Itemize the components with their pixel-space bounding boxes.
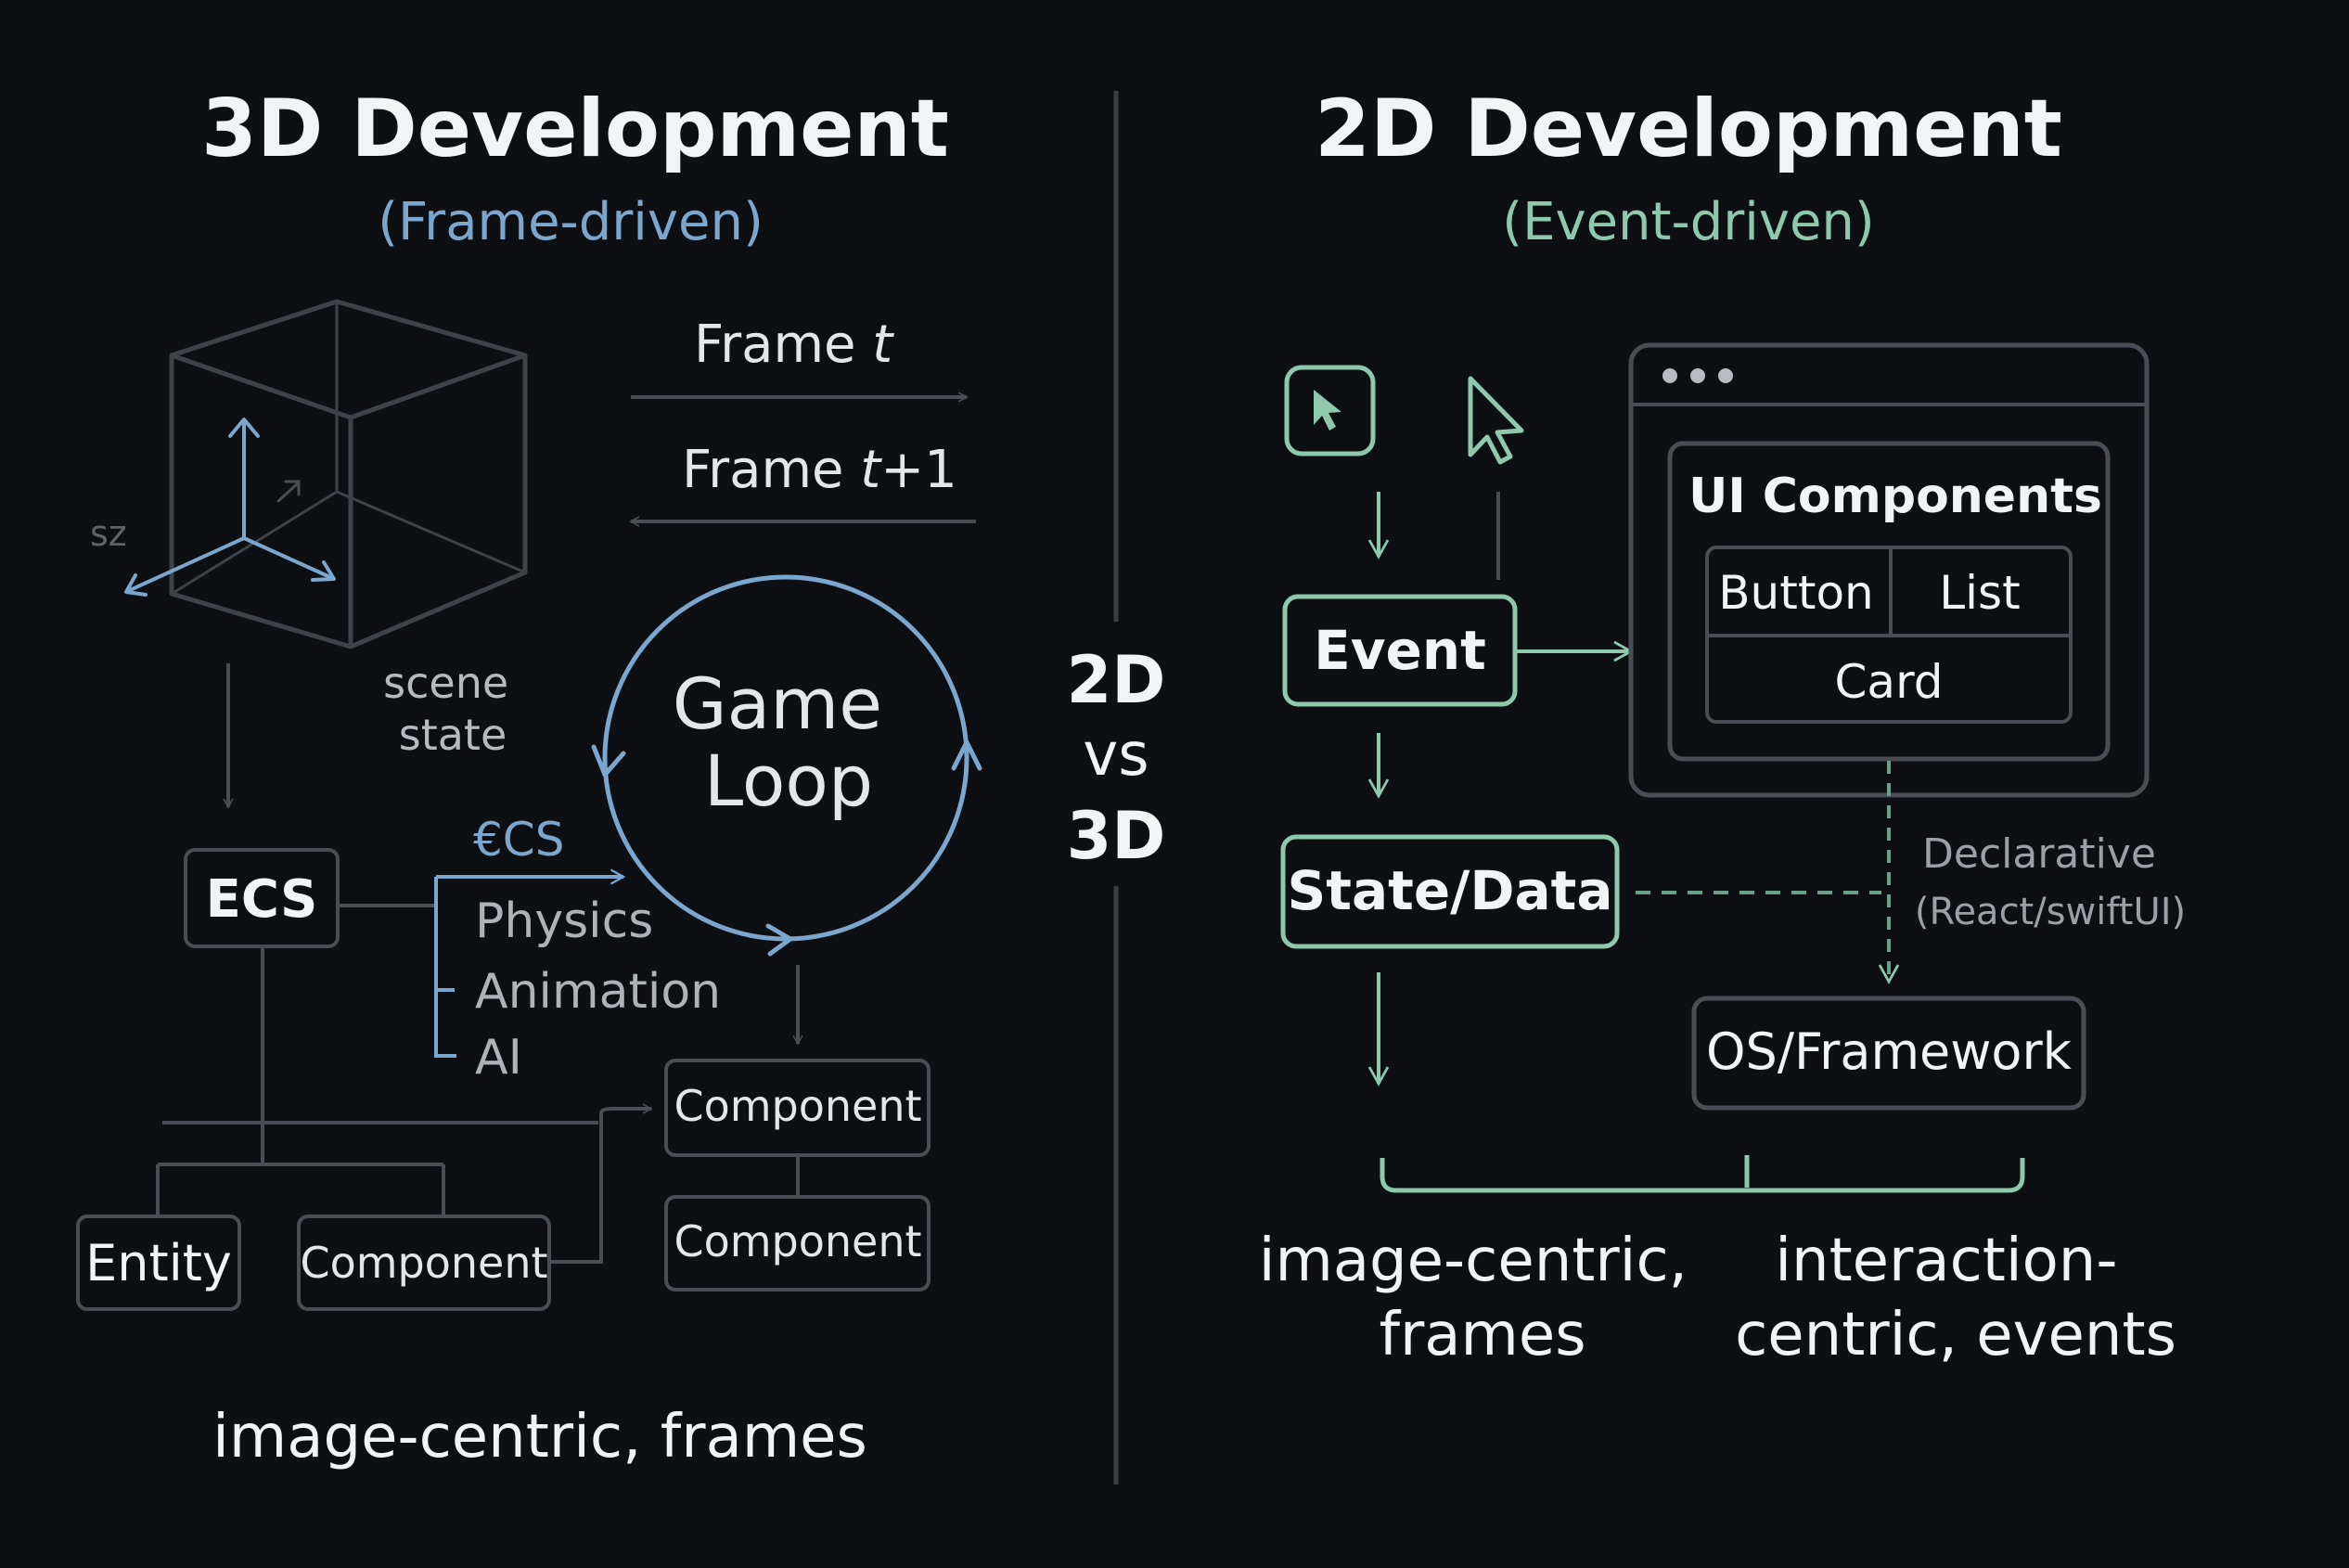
- ecs-tree-lines: [156, 946, 598, 1215]
- game-loop-circle: [591, 574, 982, 957]
- ecs-tag: €CS: [473, 813, 564, 867]
- system-animation: Animation: [475, 964, 721, 1020]
- bottom-bracket: [1380, 1155, 2025, 1193]
- declarative-label: Declarative (React/swiftUI): [1915, 830, 2186, 933]
- ui-components-label: UI Components: [1688, 469, 2102, 524]
- system-ai: AI: [475, 1030, 522, 1086]
- left-title: 3D Development: [201, 83, 949, 175]
- window-dot-icon: [1662, 368, 1677, 383]
- entity-box: [76, 1215, 241, 1311]
- cursor-button-icon: [1284, 365, 1376, 456]
- frame-t1-label: Frame t+1: [682, 440, 957, 500]
- left-panel: 3D Development (Frame-driven) sz Frame t…: [76, 83, 982, 1472]
- right-panel: 2D Development (Event-driven) Event Stat…: [1259, 83, 2186, 1369]
- component-label-lower: Component: [674, 1216, 921, 1266]
- frame-t-label: Frame t: [694, 315, 894, 375]
- cube-axis-label: sz: [90, 513, 127, 554]
- component-box-lower: [664, 1195, 931, 1292]
- left-subtitle: (Frame-driven): [378, 192, 764, 252]
- list-cell: List: [1939, 566, 2020, 620]
- axes-icon: [124, 418, 336, 597]
- event-label: Event: [1314, 619, 1486, 682]
- component-link-arrow: [549, 1103, 653, 1264]
- state-data-box: [1280, 834, 1620, 949]
- left-caption: image-centric, frames: [212, 1403, 867, 1472]
- scene-state-label: scene state: [383, 658, 522, 760]
- center-divider: 2D vs 3D: [1067, 91, 1166, 1484]
- system-physics: Physics: [475, 893, 653, 949]
- center-label-2d: 2D: [1067, 642, 1166, 718]
- right-subtitle: (Event-driven): [1502, 192, 1875, 252]
- button-cell: Button: [1718, 566, 1873, 620]
- ui-components-box: [1667, 441, 2111, 762]
- entity-label: Entity: [85, 1234, 232, 1292]
- center-label-3d: 3D: [1067, 798, 1166, 874]
- os-framework-box: [1691, 996, 2086, 1111]
- right-caption-left: image-centric, frames: [1259, 1227, 1707, 1369]
- window-dot-icon: [1718, 368, 1733, 383]
- small-arrow-icon: [276, 480, 301, 503]
- cursor-icon: [1468, 376, 1524, 465]
- game-loop-label: Game Loop: [673, 662, 905, 822]
- center-label-vs: vs: [1083, 721, 1149, 790]
- component-label-bottom: Component: [300, 1238, 547, 1288]
- right-title: 2D Development: [1315, 83, 2062, 175]
- ecs-box-label: ECS: [206, 869, 318, 930]
- scene-cube-icon: [169, 299, 528, 649]
- systems-bracket: [434, 877, 456, 1058]
- card-cell: Card: [1835, 655, 1944, 709]
- right-caption-right: interaction- centric, events: [1735, 1227, 2176, 1369]
- component-label-top: Component: [674, 1081, 921, 1131]
- os-framework-label: OS/Framework: [1706, 1022, 2073, 1081]
- window-dot-icon: [1690, 368, 1705, 383]
- state-data-label: State/Data: [1287, 859, 1612, 922]
